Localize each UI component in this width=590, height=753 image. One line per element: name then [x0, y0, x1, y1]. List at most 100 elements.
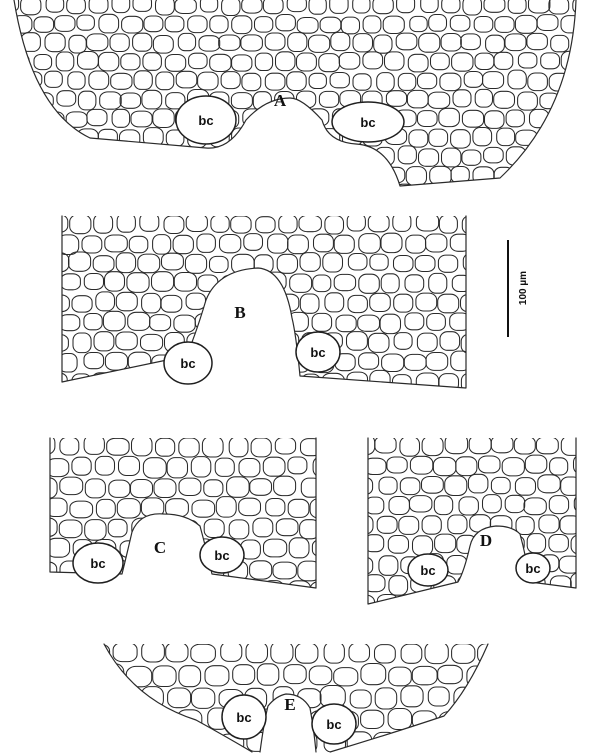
tissue-cell — [583, 129, 590, 146]
tissue-cell — [445, 476, 467, 496]
tissue-cell — [527, 33, 548, 49]
tissue-cell — [257, 664, 279, 685]
tissue-cell — [539, 129, 558, 146]
tissue-cell — [84, 353, 104, 369]
tissue-cell — [175, 394, 197, 412]
tissue-cell — [49, 295, 70, 312]
tissue-cell — [419, 33, 440, 52]
tissue-cell — [506, 110, 524, 127]
panel-letter-d: D — [480, 531, 492, 550]
tissue-cell — [403, 393, 425, 410]
tissue-cell — [401, 644, 422, 663]
tissue-cell — [162, 253, 184, 270]
tissue-cell — [574, 74, 590, 91]
tissue-cell — [517, 596, 535, 613]
tissue-cell — [561, 16, 581, 33]
tissue-cell — [105, 272, 125, 291]
tissue-cell — [204, 600, 224, 619]
tissue-cell — [309, 73, 326, 88]
tissue-cell — [377, 73, 395, 92]
tissue-cell — [398, 146, 416, 164]
tissue-cell — [326, 477, 345, 497]
tissue-cell — [239, 498, 261, 515]
tissue-cell — [231, 216, 251, 233]
tissue-cell — [94, 214, 113, 233]
tissue-cell — [155, 601, 178, 620]
tissue-cell — [538, 475, 560, 493]
tissue-cell — [204, 480, 223, 497]
tissue-cell — [322, 373, 345, 392]
tissue-cell — [122, 16, 143, 33]
tissue-cell — [559, 556, 580, 573]
tissue-cell — [381, 274, 399, 293]
tissue-cell — [486, 35, 505, 53]
tissue-cell — [450, 15, 470, 31]
panel-letter-b: B — [234, 303, 245, 322]
tissue-cell — [37, 478, 58, 498]
tissue-cell — [309, 0, 326, 14]
tissue-cell — [265, 73, 285, 90]
tissue-cell — [356, 435, 375, 455]
tissue-cell — [309, 35, 330, 52]
tissue-cell — [355, 185, 373, 204]
tissue-cell — [363, 16, 381, 33]
tissue-cell — [473, 128, 492, 146]
tissue-cell — [106, 602, 129, 619]
tissue-cell — [288, 581, 310, 600]
tissue-cell — [191, 644, 216, 662]
tissue-cell — [441, 185, 459, 202]
tissue-cell — [375, 645, 396, 663]
tissue-cell — [368, 333, 389, 352]
tissue-cell — [462, 110, 483, 127]
tissue-cell — [426, 234, 447, 252]
tissue-cell — [450, 234, 470, 251]
tissue-cell — [405, 275, 424, 292]
tissue-cell — [279, 215, 297, 233]
tissue-cell — [253, 518, 273, 537]
tissue-cell — [469, 435, 491, 453]
tissue-cell — [21, 33, 40, 52]
tissue-cell — [561, 91, 582, 110]
tissue-cell — [240, 147, 261, 165]
tissue-cell — [401, 686, 423, 707]
tissue-cell — [452, 275, 470, 291]
tissue-cell — [255, 53, 272, 70]
tissue-cell — [134, 71, 152, 90]
tissue-cell — [175, 0, 196, 14]
tissue-cell — [375, 186, 393, 203]
tissue-cell — [377, 516, 397, 533]
tissue-cell — [140, 213, 159, 231]
tissue-cell — [168, 688, 191, 708]
tissue-cell — [527, 534, 545, 553]
tissue-cell — [515, 478, 535, 496]
tissue-cell — [89, 732, 110, 750]
tissue-cell — [426, 393, 448, 410]
tissue-cell — [526, 616, 548, 632]
tissue-cell — [153, 391, 172, 410]
tissue-cell — [44, 187, 61, 203]
tissue-cell — [54, 165, 75, 184]
tissue-cell — [127, 273, 149, 293]
tissue-cell — [288, 33, 307, 52]
tissue-cell — [239, 459, 260, 477]
tissue-cell — [539, 596, 557, 613]
tissue-cell — [210, 54, 231, 71]
tissue-cell — [254, 255, 273, 273]
tissue-cell — [439, 374, 459, 392]
tissue-cell — [440, 73, 461, 91]
tissue-cell — [470, 515, 491, 532]
tissue-cell — [143, 53, 162, 71]
tissue-cell — [189, 53, 208, 68]
tissue-cell — [324, 603, 345, 620]
tissue-cell — [324, 642, 344, 663]
tissue-cell — [551, 616, 570, 632]
tissue-cell — [153, 666, 176, 687]
tissue-cell — [401, 732, 422, 753]
tissue-cell — [453, 393, 472, 409]
bc-label: bc — [525, 561, 540, 576]
tissue-cell — [153, 235, 171, 255]
tissue-cell — [274, 167, 293, 182]
tissue-cell — [152, 272, 174, 292]
tissue-cell — [325, 559, 345, 579]
tissue-cell — [463, 0, 482, 15]
